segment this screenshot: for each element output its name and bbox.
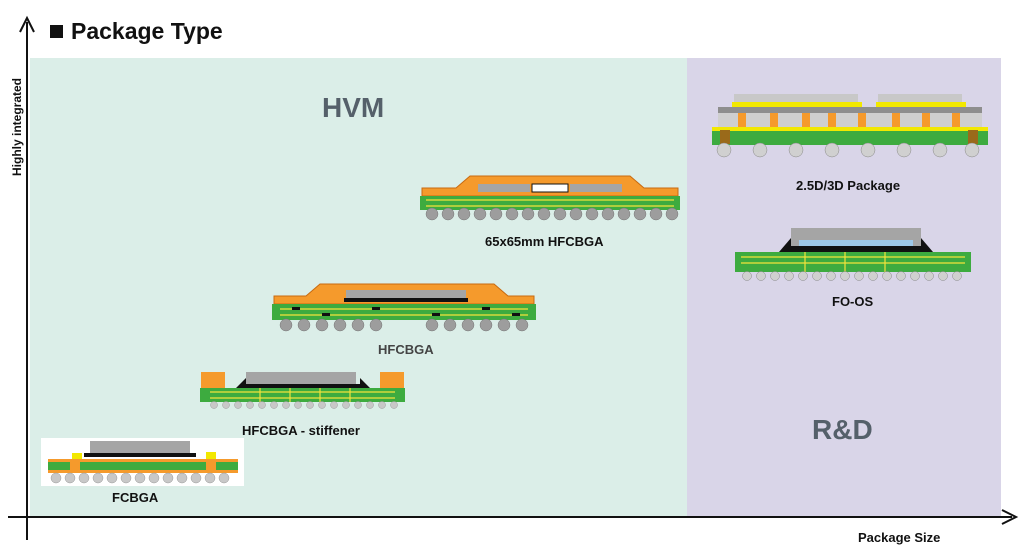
hfcbga-diagram (272, 283, 536, 332)
fcbga-label: FCBGA (112, 490, 159, 505)
x-axis-label: Package Size (858, 530, 941, 545)
hfcbga-65-label: 65x65mm HFCBGA (485, 234, 604, 249)
hfcbga-stiffener-diagram (200, 372, 405, 409)
hfcbga-label: HFCBGA (378, 342, 434, 357)
pkg-25d3d-diagram (712, 94, 988, 158)
rnd-label: R&D (812, 414, 873, 445)
fcbga-diagram (48, 441, 238, 484)
page-title: Package Type (50, 18, 223, 45)
x-axis-arrow-icon (1001, 509, 1019, 525)
page-title-text: Package Type (71, 18, 223, 44)
y-axis-label: Highly integrated (10, 78, 24, 177)
fo-os-label: FO-OS (832, 294, 874, 309)
y-axis-arrow-icon (19, 15, 35, 33)
hvm-label: HVM (322, 92, 385, 123)
pkg-25d3d-label: 2.5D/3D Package (796, 178, 901, 193)
hfcbga-65-diagram (420, 175, 680, 221)
hfcbga-stiffener-label: HFCBGA - stiffener (242, 423, 360, 438)
bullet-square-icon (50, 25, 63, 38)
fo-os-diagram (735, 228, 971, 281)
